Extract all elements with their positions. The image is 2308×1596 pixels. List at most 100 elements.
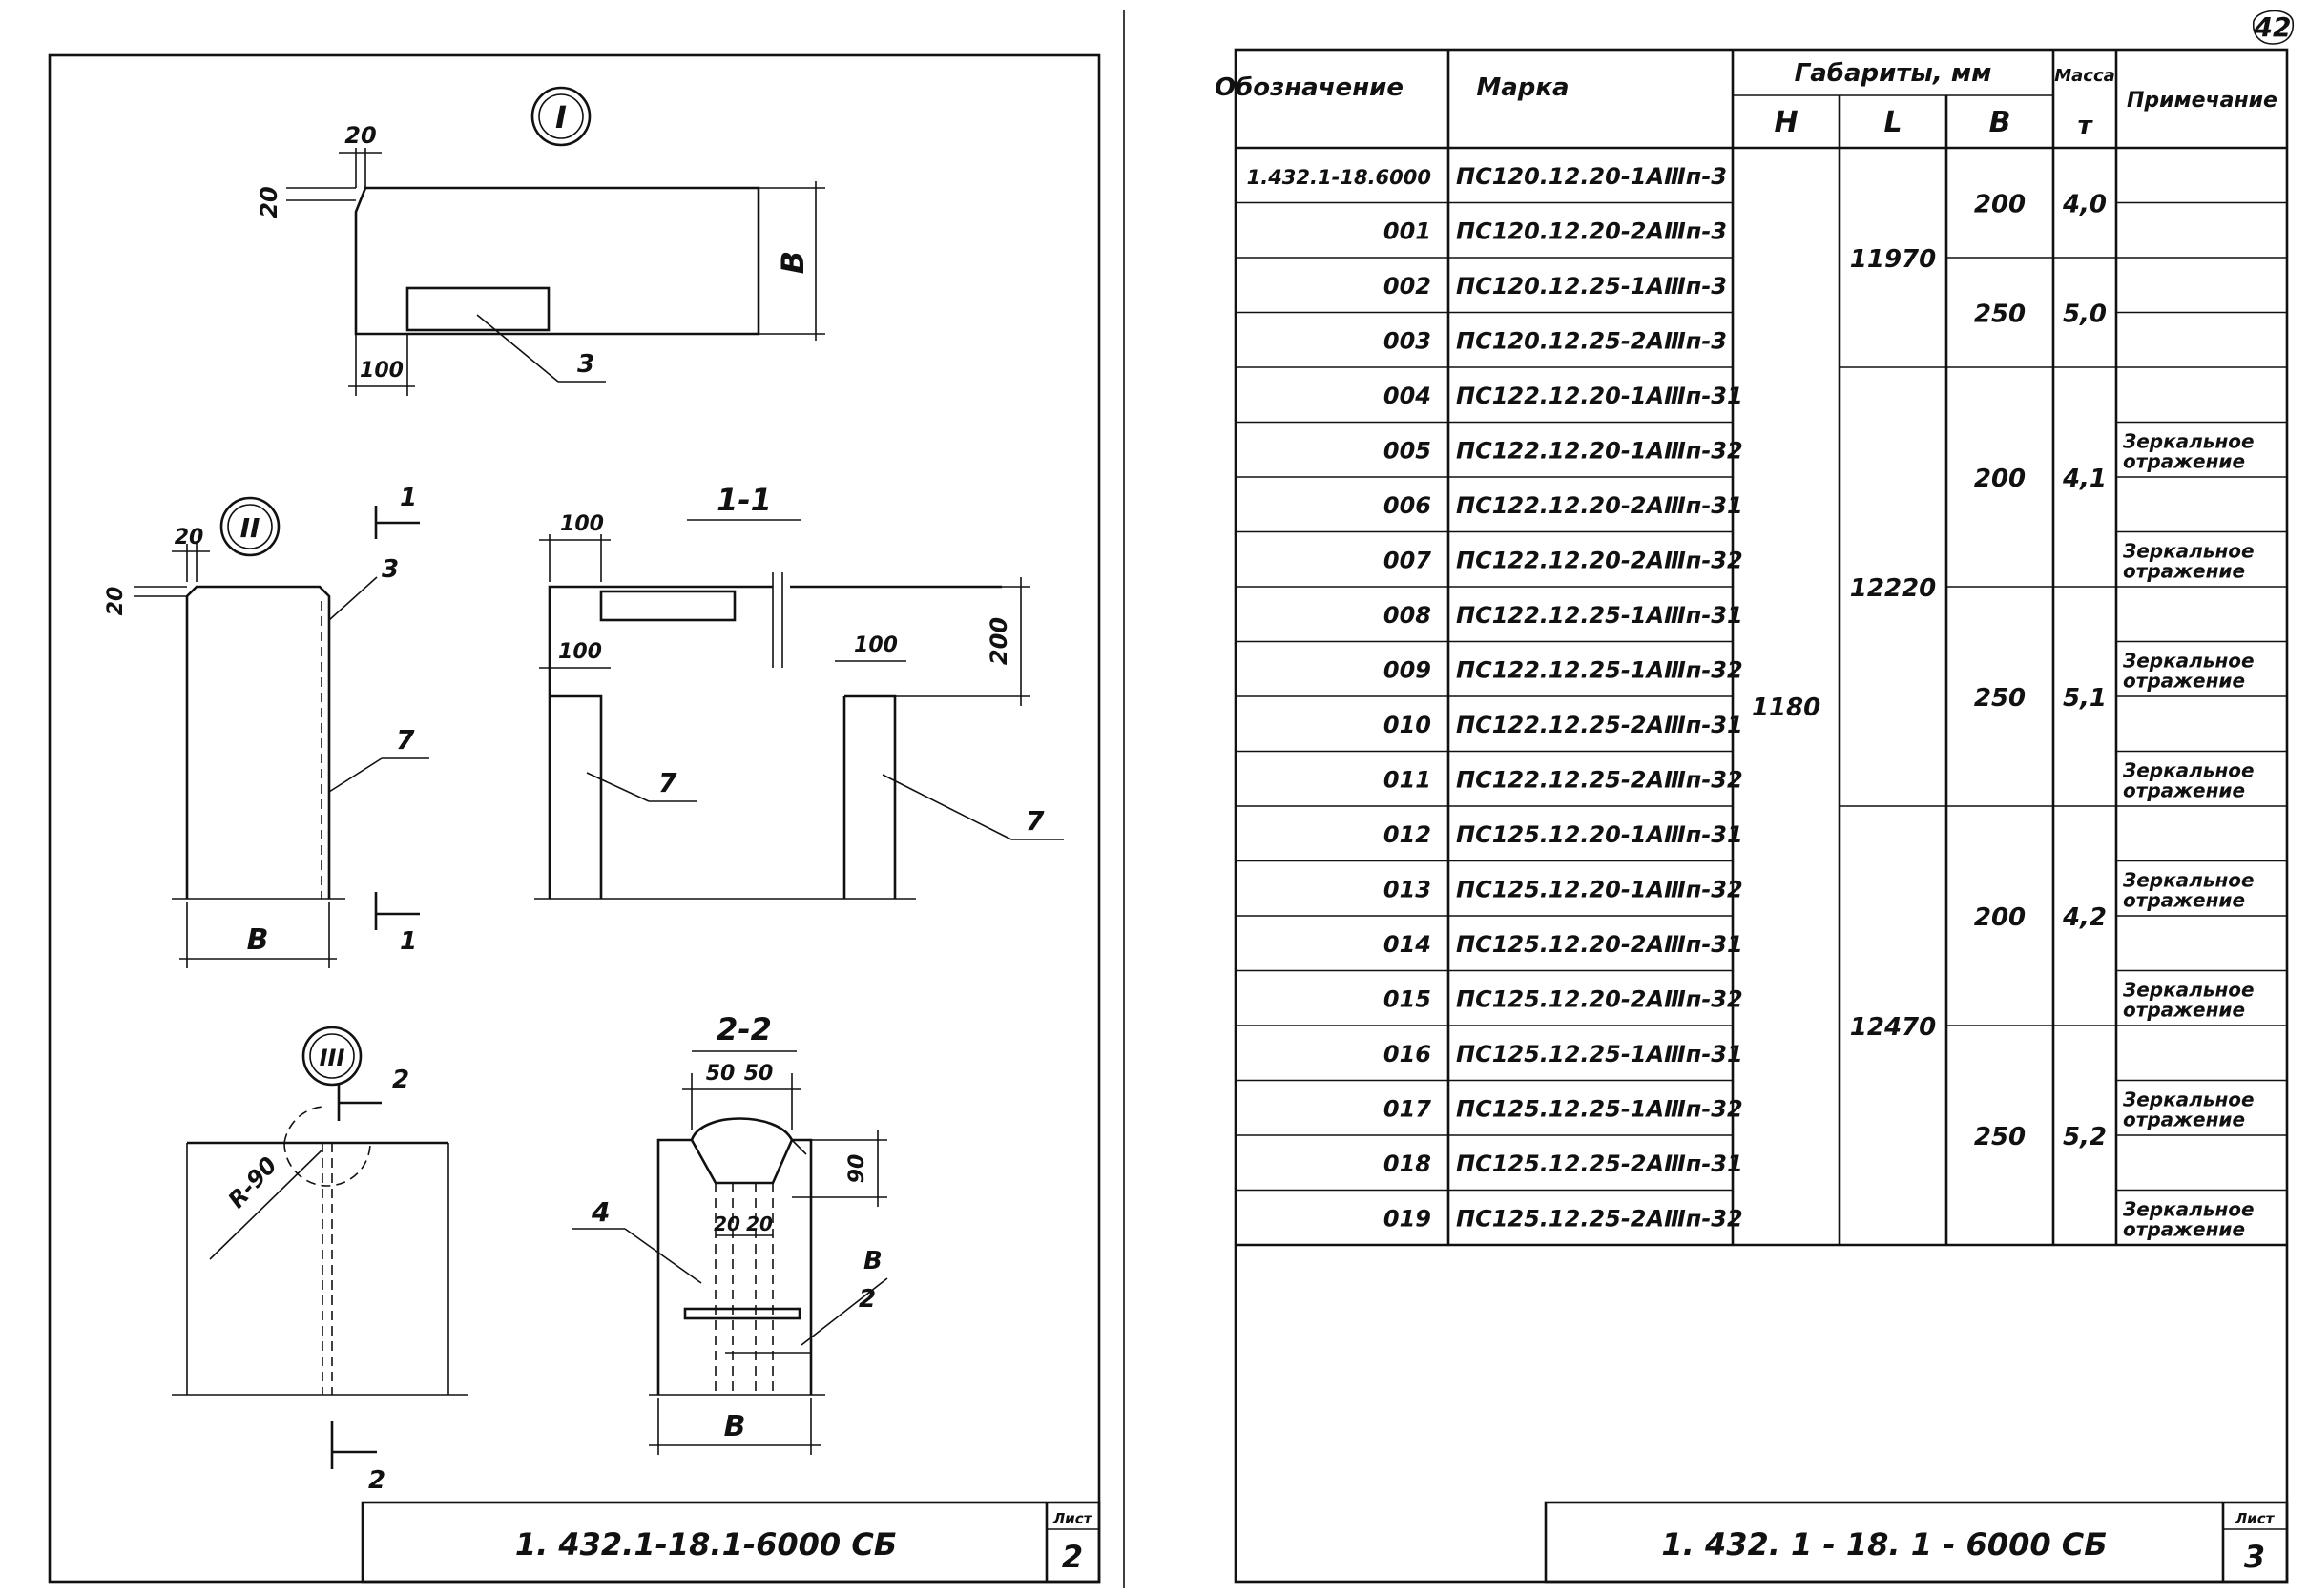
table-row-code: 001 bbox=[1383, 218, 1431, 245]
table-row-mark: ПС125.12.25-1АⅢп-31 bbox=[1456, 1041, 1743, 1067]
table-row-note-line2: отражение bbox=[2123, 999, 2245, 1022]
table-row-code: 008 bbox=[1383, 602, 1431, 629]
view-I-dim-20h-text: 20 bbox=[344, 122, 376, 149]
header-mass: Масса bbox=[2054, 66, 2115, 86]
page-number-circle bbox=[2252, 10, 2295, 45]
s22-callout-4: 4 bbox=[591, 1196, 610, 1228]
header-h: Н bbox=[1774, 106, 1798, 139]
table-row-note-line1: Зеркальное bbox=[2122, 1198, 2255, 1221]
section-1-label-bottom: 1 bbox=[400, 927, 417, 956]
section-2-2-keyway bbox=[690, 1117, 794, 1185]
cell-b-value: 200 bbox=[1974, 465, 2026, 493]
row-lines bbox=[1236, 201, 2287, 1246]
table-row-mark: ПС120.12.20-2АⅢп-3 bbox=[1456, 218, 1727, 245]
view-I-leader-3 bbox=[476, 314, 559, 383]
right-title-designation: 1. 432. 1 - 18. 1 - 6000 СБ bbox=[1661, 1526, 2107, 1563]
table-row-mark: ПС125.12.25-1АⅢп-32 bbox=[1456, 1096, 1743, 1123]
right-title-sheet-label: Лист bbox=[2235, 1510, 2276, 1527]
table-row-note-line1: Зеркальное bbox=[2122, 1088, 2255, 1111]
section-1-1-rib-left bbox=[550, 694, 603, 899]
view-II-callout-7: 7 bbox=[396, 724, 415, 756]
table-row-code: 004 bbox=[1383, 383, 1431, 409]
view-II-dim-20v-text: 20 bbox=[104, 587, 128, 616]
view-III-radius-arc-top bbox=[283, 1106, 323, 1144]
view-II-leader-3 bbox=[328, 576, 378, 621]
section-1-1-left-outline bbox=[548, 585, 773, 899]
view-II-dim-20h-text: 20 bbox=[175, 526, 204, 549]
table-row-code: 013 bbox=[1383, 877, 1431, 903]
cell-h-all: 1180 bbox=[1752, 694, 1820, 722]
table-row-mark: ПС122.12.20-2АⅢп-31 bbox=[1456, 492, 1743, 519]
view-III-radius-text: R-90 bbox=[223, 1151, 282, 1213]
cell-b-value: 250 bbox=[1974, 1123, 2026, 1151]
s11-callout-7b: 7 bbox=[1026, 805, 1045, 837]
table-row-mark: ПС125.12.20-1АⅢп-32 bbox=[1456, 877, 1743, 903]
table-row-mark: ПС120.12.25-2АⅢп-3 bbox=[1456, 328, 1727, 355]
right-title-block: 1. 432. 1 - 18. 1 - 6000 СБ Лист 3 bbox=[1544, 1501, 2289, 1584]
cell-mass-value: 5,2 bbox=[2063, 1123, 2107, 1151]
table-row-note-line1: Зеркальное bbox=[2122, 979, 2255, 1002]
page-number: 42 bbox=[2254, 11, 2292, 43]
table-row-mark: ПС120.12.20-1АⅢп-3 bbox=[1456, 163, 1727, 190]
view-III-radius-arc bbox=[283, 1142, 371, 1187]
view-I-outline bbox=[354, 186, 760, 336]
section-2-2-title: 2-2 bbox=[717, 1011, 772, 1047]
view-I-dim-100-text: 100 bbox=[360, 359, 404, 383]
s22-dim-20b: 20 bbox=[746, 1213, 773, 1235]
section-1-1: 1-1 100 100 100 200 7 7 bbox=[534, 482, 1064, 900]
table-row-mark: ПС125.12.25-2АⅢп-31 bbox=[1456, 1150, 1743, 1177]
header-b: В bbox=[1989, 106, 2011, 139]
cell-b-value: 250 bbox=[1974, 301, 2026, 329]
view-III: III R-90 2 2 bbox=[172, 1026, 468, 1495]
spec-table: Обозначение Марка Габариты, мм Н L В Мас… bbox=[1215, 50, 2287, 1247]
view-I-marker-inner bbox=[538, 93, 584, 139]
table-row-note-line2: отражение bbox=[2123, 889, 2245, 912]
cell-mass-value: 5,1 bbox=[2063, 684, 2107, 713]
cell-b-value: 200 bbox=[1974, 903, 2026, 932]
view-II-marker-inner bbox=[227, 504, 273, 549]
view-I-marker-label: I bbox=[555, 99, 567, 135]
view-III-marker-outer bbox=[301, 1026, 363, 1087]
left-title-sheet-label: Лист bbox=[1052, 1510, 1093, 1527]
view-II-dim-b-text: В bbox=[247, 923, 269, 957]
s22-dim-50b: 50 bbox=[744, 1062, 774, 1086]
view-II-marker-label: II bbox=[240, 512, 260, 544]
header-l: L bbox=[1883, 106, 1902, 139]
table-row-note-line2: отражение bbox=[2123, 450, 2245, 473]
table-row-code: 018 bbox=[1383, 1150, 1431, 1177]
left-sheet-frame bbox=[48, 53, 1101, 1584]
s11-callout-7a: 7 bbox=[658, 767, 677, 798]
table-row-mark: ПС122.12.25-2АⅢп-31 bbox=[1456, 712, 1743, 738]
header-note: Примечание bbox=[2127, 89, 2277, 113]
s22-dim-b-text: В bbox=[724, 1410, 746, 1443]
table-row-code: 009 bbox=[1383, 657, 1431, 684]
cell-l_group1: 11970 bbox=[1850, 245, 1936, 274]
view-II-marker-outer bbox=[219, 496, 281, 557]
table-row-note-line2: отражение bbox=[2123, 1109, 2245, 1131]
cell-l_group3: 12470 bbox=[1850, 1013, 1936, 1042]
view-III-marker-label: III bbox=[320, 1045, 345, 1071]
table-row-code: 019 bbox=[1383, 1206, 1431, 1233]
s11-leader-7b bbox=[882, 774, 1012, 840]
s11-leader-7a bbox=[586, 772, 650, 802]
table-row-code: 007 bbox=[1383, 548, 1431, 574]
view-II-callout-3: 3 bbox=[382, 555, 399, 584]
s22-leader-b bbox=[801, 1277, 888, 1346]
left-title-designation: 1. 432.1-18.1-6000 СБ bbox=[515, 1526, 897, 1563]
s22-plate bbox=[683, 1307, 801, 1320]
table-row-note-line2: отражение bbox=[2123, 670, 2245, 693]
table-row-note-line1: Зеркальное bbox=[2122, 650, 2255, 673]
table-row-mark: ПС125.12.25-2АⅢп-32 bbox=[1456, 1206, 1743, 1233]
table-row-code: 015 bbox=[1383, 986, 1431, 1013]
section-1-label-top: 1 bbox=[400, 484, 417, 512]
cell-mass-value: 4,0 bbox=[2062, 191, 2107, 219]
s22-dim-20a: 20 bbox=[714, 1213, 740, 1235]
table-row-note-line1: Зеркальное bbox=[2122, 430, 2255, 453]
table-row-code: 017 bbox=[1383, 1096, 1431, 1123]
table-row-mark: ПС122.12.25-2АⅢп-32 bbox=[1456, 767, 1743, 794]
view-I-dim-20v-text: 20 bbox=[256, 186, 282, 218]
table-row-code: 016 bbox=[1383, 1041, 1431, 1067]
table-row-mark: ПС122.12.25-1АⅢп-32 bbox=[1456, 657, 1743, 684]
